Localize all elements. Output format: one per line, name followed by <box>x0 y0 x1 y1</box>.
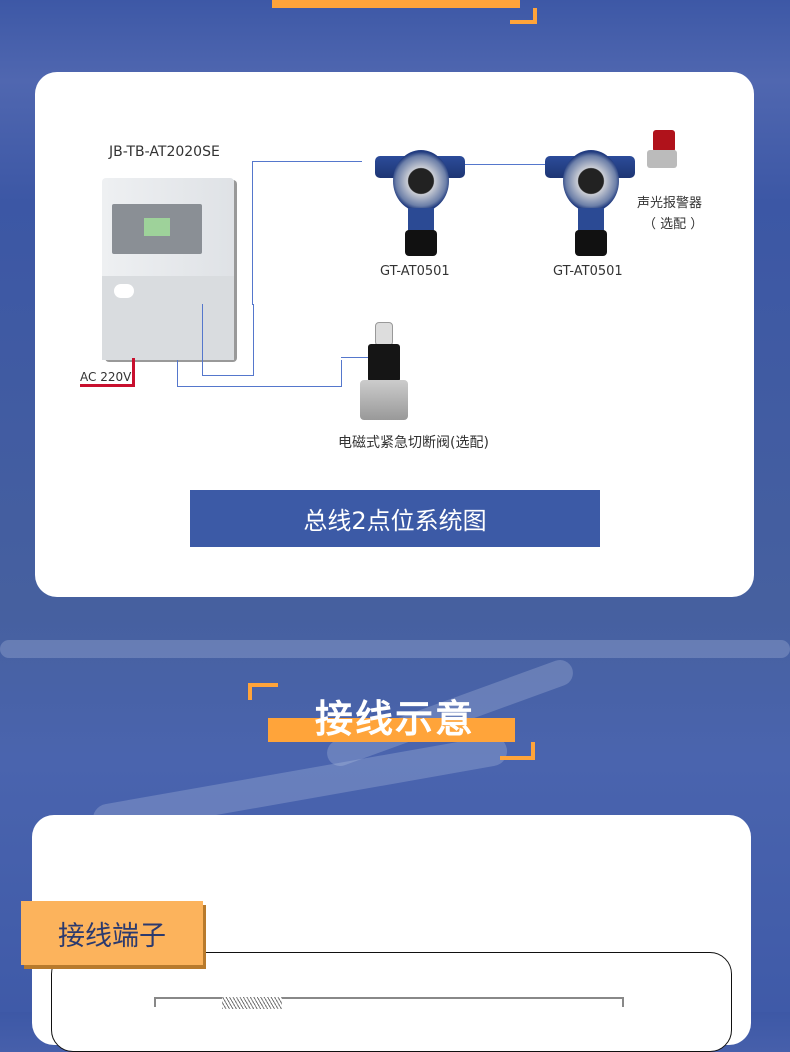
power-wire <box>80 384 134 387</box>
bracket-corner <box>248 683 278 700</box>
alarm-image <box>653 130 675 152</box>
bus-wire <box>202 304 254 376</box>
alarm-base <box>647 150 677 168</box>
terminal-drawing <box>154 997 624 1007</box>
bracket-corner <box>510 8 537 24</box>
detector-2-model: GT-AT0501 <box>553 264 623 279</box>
gas-detector-2-image <box>545 150 635 260</box>
background-pipe <box>0 640 790 658</box>
valve-wire <box>177 360 342 387</box>
bus-wire <box>465 164 545 165</box>
valve-actuator <box>368 344 400 382</box>
detector-1-model: GT-AT0501 <box>380 264 450 279</box>
system-diagram-card: JB-TB-AT2020SE AC 220V GT-AT0501 GT-AT05… <box>35 72 754 597</box>
power-wire <box>132 358 135 387</box>
title-highlight-bar <box>268 718 515 742</box>
terminal-drawing-hatch <box>222 997 282 1009</box>
terminal-tag: 接线端子 <box>21 901 203 965</box>
alarm-label: 声光报警器 <box>637 196 703 211</box>
alarm-optional-label: （ 选配 ） <box>643 217 704 232</box>
section-title: 接线示意 <box>314 697 475 741</box>
header-bar <box>272 0 520 8</box>
diagram-caption: 总线2点位系统图 <box>190 490 600 547</box>
bus-wire <box>252 161 362 305</box>
valve-image <box>375 322 393 346</box>
gas-detector-1-image <box>375 150 465 260</box>
valve-label: 电磁式紧急切断阀(选配) <box>338 435 489 451</box>
terminal-diagram-frame <box>51 952 732 1052</box>
controller-image <box>102 178 234 360</box>
bracket-corner <box>500 742 535 760</box>
valve-wire <box>341 357 383 387</box>
power-label: AC 220V <box>80 370 132 384</box>
valve-body <box>360 380 408 420</box>
controller-model-label: JB-TB-AT2020SE <box>109 144 220 160</box>
